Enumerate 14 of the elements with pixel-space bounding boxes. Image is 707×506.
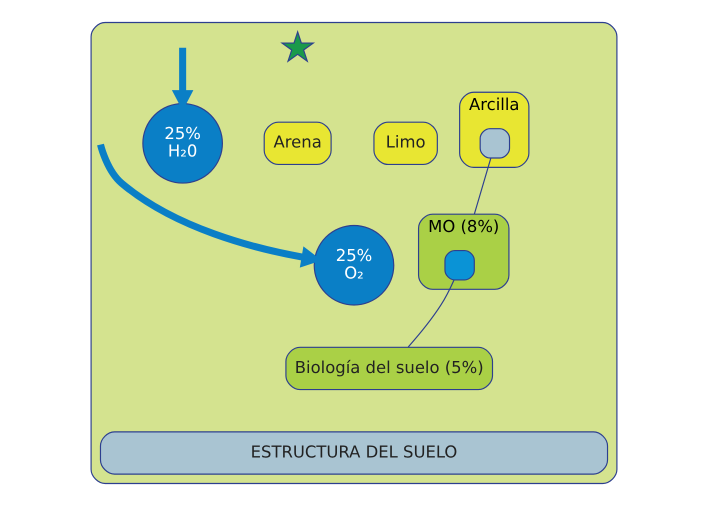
node-star xyxy=(280,30,315,63)
node-circle: 25% O₂ xyxy=(313,224,394,306)
node-box: Biología del suelo (5%) xyxy=(284,346,493,390)
node-box: Limo xyxy=(372,122,438,166)
cluster: MO (8%) xyxy=(417,214,510,290)
cluster xyxy=(90,22,617,484)
node-box: ESTRUCTURA DEL SUELO xyxy=(99,431,608,475)
node-box xyxy=(479,128,510,159)
cluster: Arcilla xyxy=(458,92,529,168)
connector xyxy=(473,158,491,214)
node-box: Arena xyxy=(263,122,332,166)
node-box xyxy=(444,250,474,281)
node-circle: 25% H₂0 xyxy=(142,102,222,184)
connector xyxy=(407,280,454,348)
